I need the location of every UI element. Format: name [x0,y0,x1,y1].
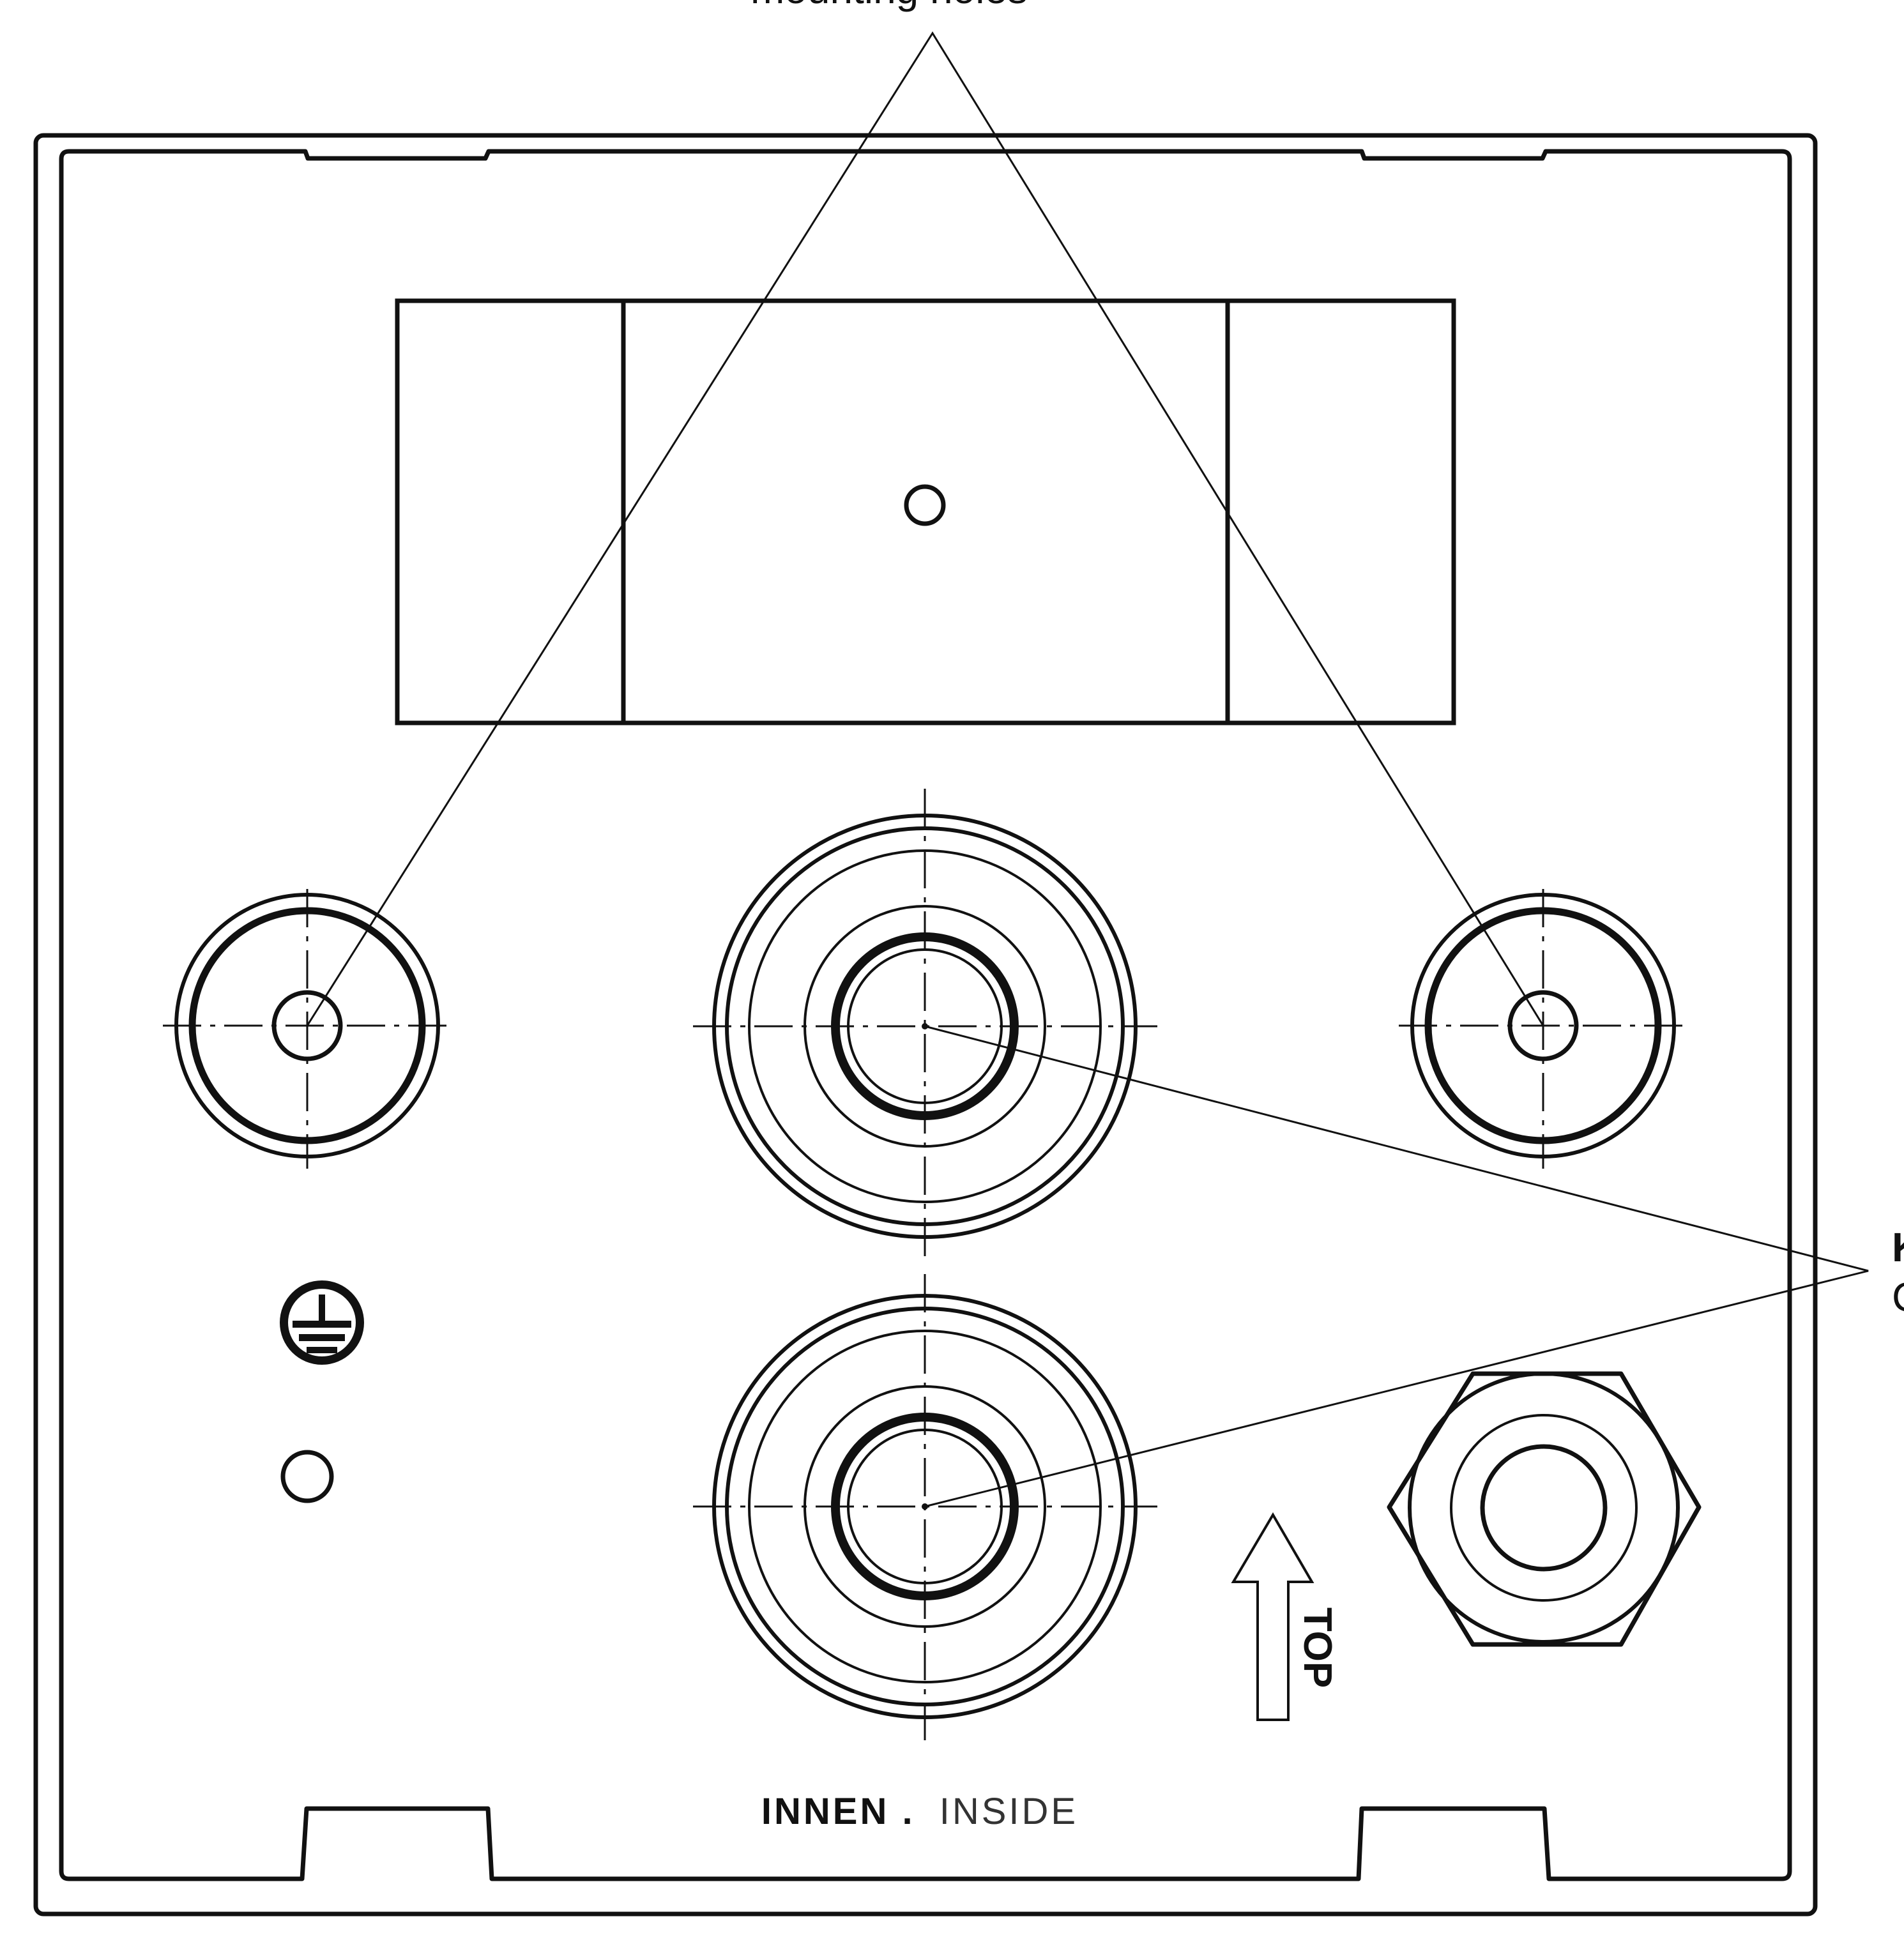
cable-gland-ring-outer [1408,1372,1680,1644]
ground-icon [280,1280,364,1365]
side-label-bold: INNEN . [761,1791,915,1832]
leader-cable-entries [924,1025,1869,1508]
terminal-block [395,298,1456,725]
side-label: INNEN . INSIDE [761,1791,1078,1832]
callout-mounting-holes: mounting holes [750,0,1028,12]
mounting-boss-right [1399,889,1687,1169]
mounting-boss-left [163,889,452,1169]
callout-right-light: C [1892,1274,1904,1320]
cable-gland-ring-mid [1450,1414,1638,1602]
top-label: TOP [1295,1607,1339,1688]
cable-gland-hex [1387,1371,1702,1647]
outer-frame [33,133,1818,1917]
cable-entry-upper [693,789,1157,1264]
terminal-block-outline [395,298,1456,725]
housing [33,133,1818,1917]
small-hole-lower-left [280,1450,334,1503]
leader-mounting-holes [306,31,1544,1026]
cable-entry-lower [693,1274,1157,1740]
inner-frame [59,149,1792,1881]
centerline-left [163,889,452,1169]
cable-entry-lower-ring-3 [748,1330,1102,1683]
centerline-right [1399,889,1687,1169]
callout-right-bold: K [1892,1224,1904,1270]
terminal-block-hole [904,484,946,526]
leader-lines [306,31,1869,1508]
side-label-light: INSIDE [940,1791,1078,1832]
cable-gland-hex-outline [1387,1371,1702,1647]
cable-gland-ring-inner [1480,1444,1608,1572]
up-arrow-icon [1231,1512,1314,1721]
